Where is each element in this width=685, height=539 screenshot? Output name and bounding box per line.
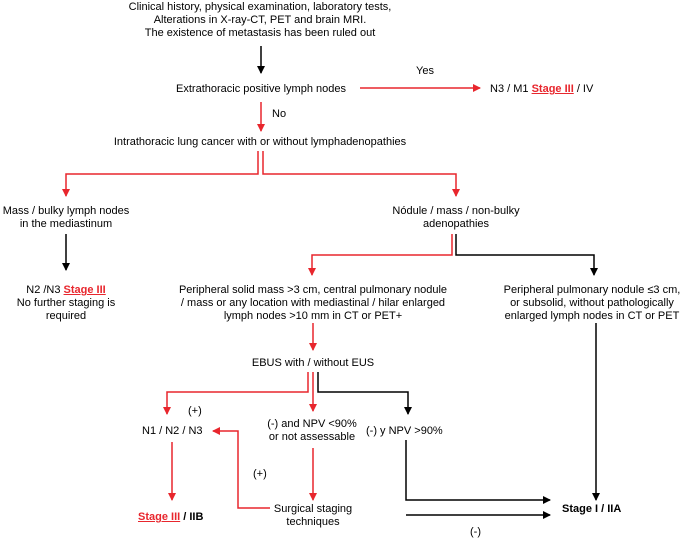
surgical-line: techniques	[286, 516, 340, 528]
arrow-npvhigh-to-stage1	[405, 440, 551, 504]
extrathoracic-node: Extrathoracic positive lymph nodes	[176, 83, 346, 95]
mass-bulky-line: Mass / bulky lymph nodes	[2, 205, 130, 217]
npv-low-node: (-) and NPV <90% or not assessable	[256, 418, 368, 444]
surgical-line: Surgical staging	[273, 503, 353, 515]
n3m1-stage: Stage III	[531, 83, 574, 95]
no-label: No	[272, 108, 287, 120]
peripheral-nodule-line: Peripheral pulmonary nodule ≤3 cm,	[503, 284, 681, 296]
split-intrathoracic-left	[62, 151, 259, 197]
split-nodule-right	[455, 234, 598, 276]
arrow-surgical-to-n1n2n3	[212, 427, 270, 509]
nodule-line: adenopathies	[422, 218, 490, 230]
split-ebus-left	[163, 372, 309, 415]
ebus-node: EBUS with / without EUS	[251, 357, 375, 369]
split-intrathoracic-right	[262, 151, 460, 197]
plus-label-ebus: (+)	[188, 405, 202, 417]
peripheral-solid-line: Peripheral solid mass >3 cm, central pul…	[178, 284, 448, 296]
peripheral-nodule-line: or subsolid, without pathologically	[510, 297, 674, 309]
n2n3-node: N2 /N3 Stage III No further staging is r…	[6, 284, 126, 323]
n2n3-first-line: N2 /N3 Stage III	[6, 284, 126, 297]
stage3-iib-node: Stage III / IIB	[138, 511, 203, 524]
surgical-node: Surgical staging techniques	[258, 503, 368, 529]
split-nodule-left	[308, 234, 453, 276]
intro-line: The existence of metastasis has been rul…	[144, 27, 376, 39]
n1n2n3-node: N1 / N2 / N3	[142, 425, 203, 437]
npv-high-node: (-) y NPV >90%	[366, 425, 443, 437]
peripheral-solid-node: Peripheral solid mass >3 cm, central pul…	[168, 284, 458, 323]
npv-low-line: (-) and NPV <90%	[267, 418, 357, 430]
peripheral-solid-line: lymph nodes >10 mm in CT or PET+	[223, 310, 403, 322]
npv-low-line: or not assessable	[268, 431, 356, 443]
n2n3-prefix: N2 /N3	[26, 284, 64, 296]
n2n3-stage: Stage III	[63, 284, 106, 296]
peripheral-nodule-node: Peripheral pulmonary nodule ≤3 cm, or su…	[492, 284, 685, 323]
stage1-iia-node: Stage I / IIA	[562, 503, 622, 515]
plus-label-surgical: (+)	[253, 468, 267, 480]
n2n3-line: required	[45, 310, 87, 322]
n3m1-prefix: N3 / M1	[490, 83, 532, 95]
n2n3-line: No further staging is	[16, 297, 116, 309]
intro-text: Clinical history, physical examination, …	[110, 1, 410, 40]
intro-line: Alterations in X-ray-CT, PET and brain M…	[153, 14, 367, 26]
split-ebus-right	[317, 372, 412, 415]
intrathoracic-node: Intrathoracic lung cancer with or withou…	[113, 136, 407, 148]
n3m1-node: N3 / M1 Stage III / IV	[490, 83, 593, 96]
mass-bulky-line: in the mediastinum	[19, 218, 113, 230]
minus-label: (-)	[470, 526, 481, 538]
stage3-suffix: / IIB	[180, 511, 204, 523]
yes-label: Yes	[416, 65, 434, 77]
nodule-line: Nódule / mass / non-bulky	[392, 205, 520, 217]
mass-bulky-node: Mass / bulky lymph nodes in the mediasti…	[0, 205, 136, 231]
peripheral-nodule-line: enlarged lymph nodes in CT or PET	[504, 310, 680, 322]
nodule-node: Nódule / mass / non-bulky adenopathies	[376, 205, 536, 231]
intro-line: Clinical history, physical examination, …	[128, 1, 392, 13]
n3m1-suffix: / IV	[573, 83, 594, 95]
stage3-stage: Stage III	[138, 511, 181, 523]
peripheral-solid-line: / mass or any location with mediastinal …	[180, 297, 446, 309]
